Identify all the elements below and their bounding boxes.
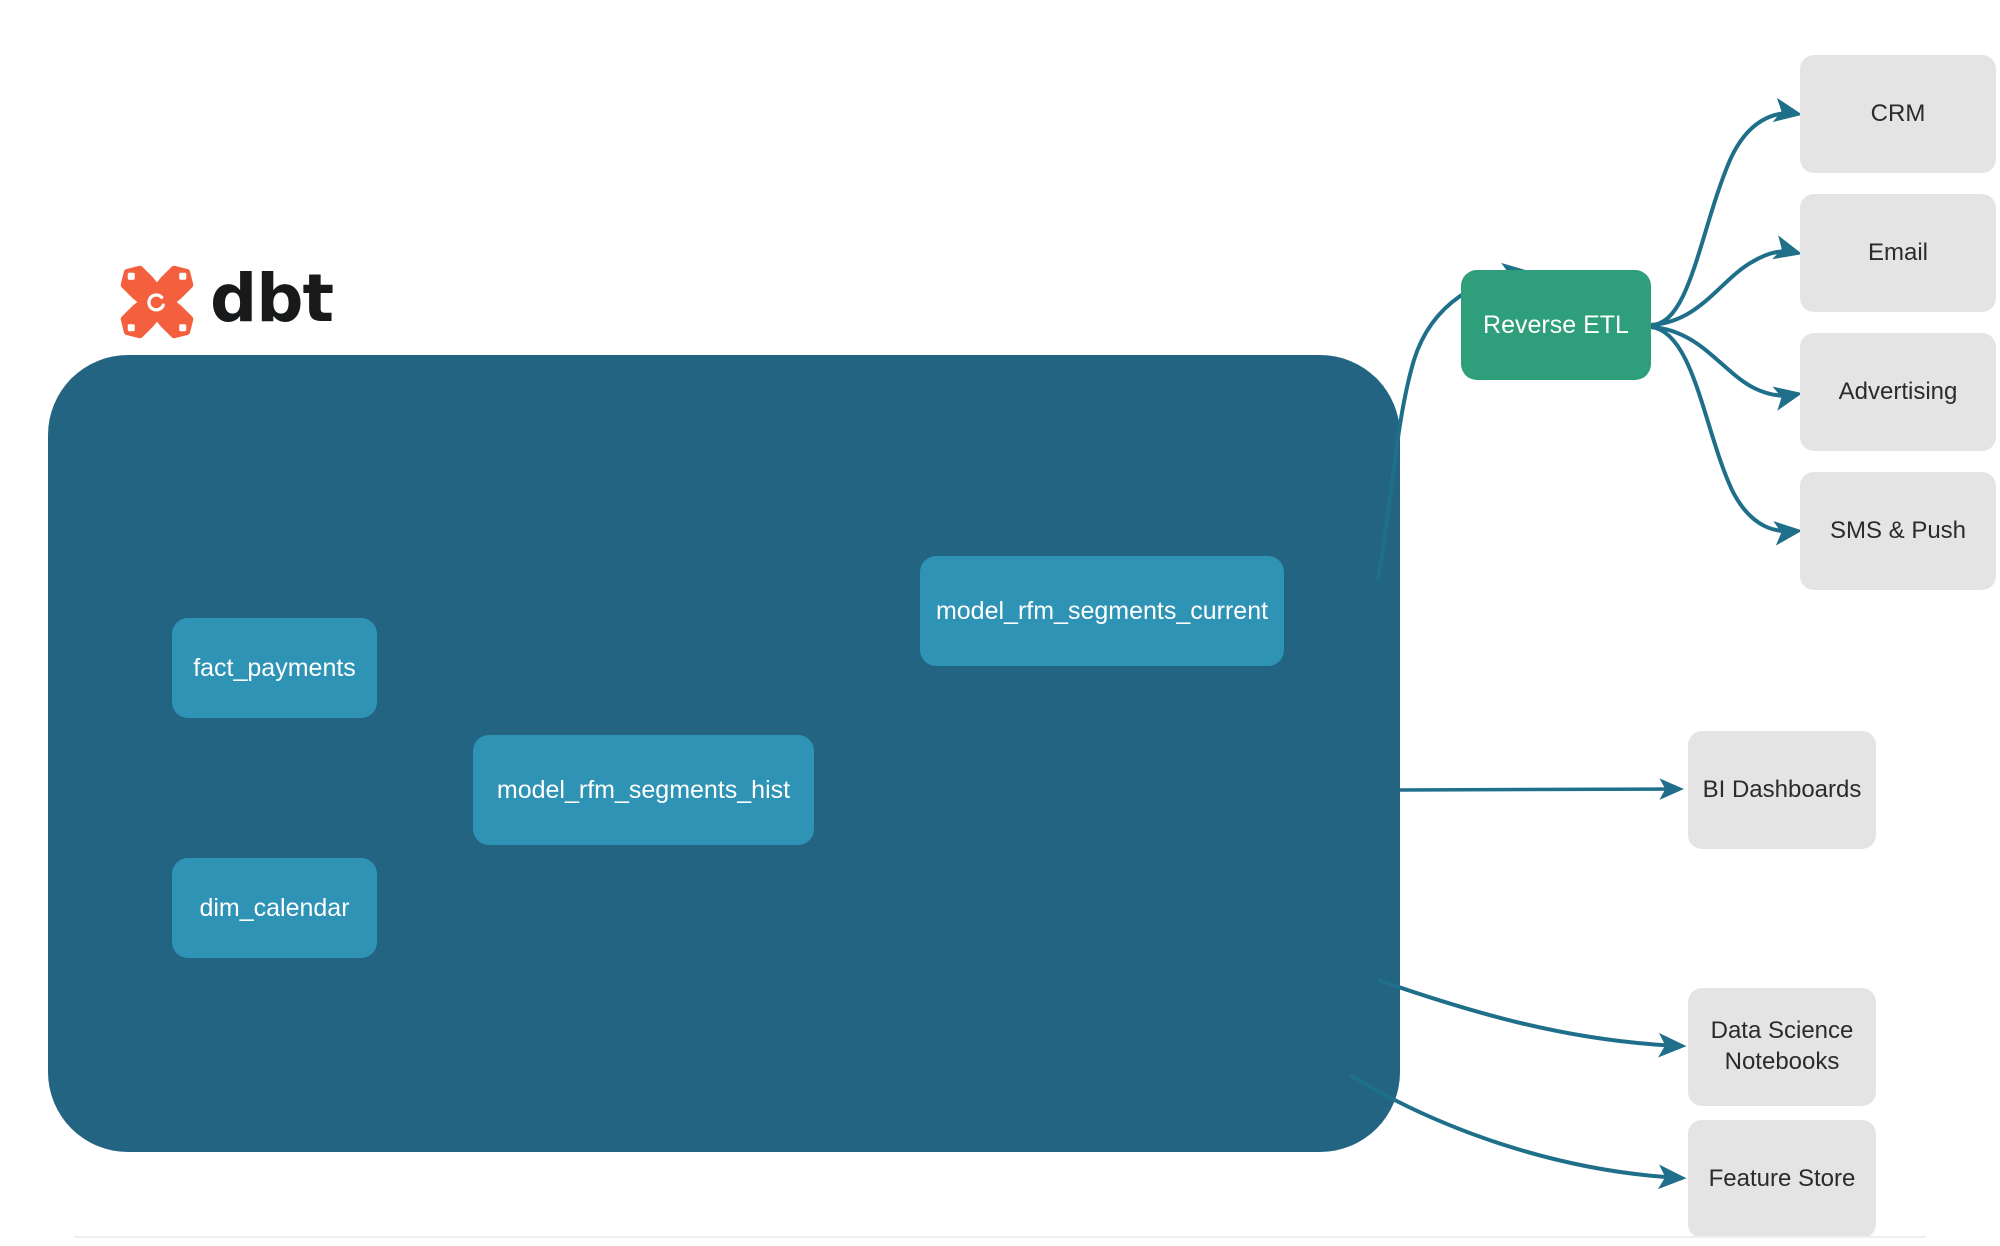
footer-divider — [74, 1236, 1926, 1238]
node-data-science-notebooks[interactable]: Data Science Notebooks — [1688, 988, 1876, 1106]
edge-hist-to-bi-dashboards — [1399, 778, 1684, 800]
dbt-wordmark: dbt — [210, 260, 334, 337]
node-label: Data Science Notebooks — [1710, 1017, 1854, 1075]
node-label: CRM — [1870, 99, 1926, 127]
edge-reverse-etl-to-advertising — [1650, 325, 1803, 411]
edge-reverse-etl-to-email — [1650, 235, 1803, 327]
node-bi-dashboards[interactable]: BI Dashboards — [1688, 731, 1876, 849]
node-label: SMS & Push — [1829, 516, 1967, 544]
node-label: fact_payments — [193, 654, 356, 682]
node-label: Advertising — [1838, 377, 1958, 405]
node-label: Reverse ETL — [1483, 311, 1629, 339]
node-fact-payments[interactable]: fact_payments — [172, 618, 377, 718]
edge-reverse-etl-to-crm — [1650, 97, 1803, 327]
node-label: model_rfm_segments_hist — [496, 776, 791, 804]
node-label: Feature Store — [1708, 1164, 1856, 1192]
node-model-rfm-segments-hist[interactable]: model_rfm_segments_hist — [473, 735, 814, 845]
node-feature-store[interactable]: Feature Store — [1688, 1120, 1876, 1238]
node-label: dim_calendar — [199, 894, 350, 922]
dbt-logo: dbt — [118, 258, 338, 346]
edge-reverse-etl-to-sms-push — [1650, 325, 1803, 546]
node-label: Email — [1867, 238, 1928, 266]
node-dim-calendar[interactable]: dim_calendar — [172, 858, 377, 958]
node-label: model_rfm_segments_current — [935, 597, 1269, 625]
edge-hist-to-data-science-notebooks — [1377, 978, 1687, 1058]
node-advertising[interactable]: Advertising — [1800, 333, 1996, 451]
node-reverse-etl[interactable]: Reverse ETL — [1461, 270, 1651, 380]
node-crm[interactable]: CRM — [1800, 55, 1996, 173]
node-sms-push[interactable]: SMS & Push — [1800, 472, 1996, 590]
node-model-rfm-segments-current[interactable]: model_rfm_segments_current — [920, 556, 1284, 666]
dbt-logo-icon — [120, 265, 194, 339]
node-label: BI Dashboards — [1702, 775, 1862, 803]
edge-hist-to-feature-store — [1348, 1073, 1687, 1190]
node-email[interactable]: Email — [1800, 194, 1996, 312]
